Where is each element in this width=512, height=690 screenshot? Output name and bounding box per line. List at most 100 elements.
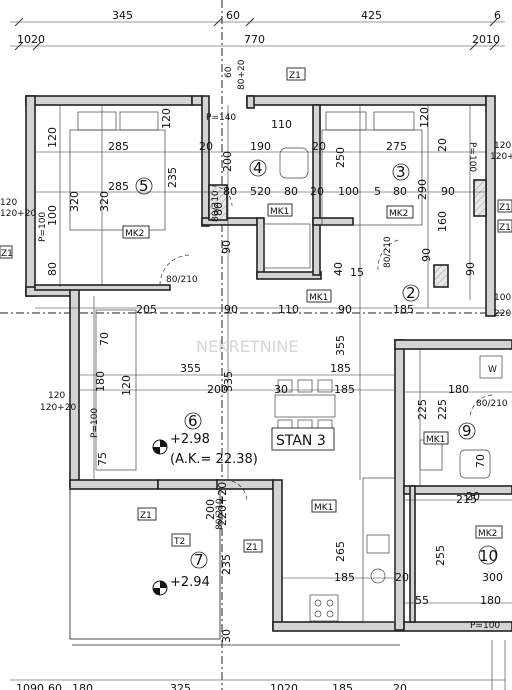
room-dim: 80+20 <box>237 59 247 90</box>
door-labels: 80/210 80/210 80/210 80/210 80/210 <box>166 190 508 530</box>
room-number-10: 10 <box>479 547 498 565</box>
absolute-elevation: (A.K.= 22.38) <box>170 452 258 467</box>
walls <box>25 95 512 646</box>
watermark: NEKRETNINE <box>196 337 298 356</box>
room-dim: 235 <box>166 167 179 188</box>
room-dimensions: 285 285 235 320 320 120 80 100 205 190 1… <box>46 59 503 643</box>
right-dim-2-sub: 220 <box>494 309 511 319</box>
tag-p100-west: P=100 <box>38 212 48 242</box>
room-dim: 20 <box>310 185 324 198</box>
room-dim: 100 <box>338 185 359 198</box>
door-label-room5: 80/210 <box>166 275 198 285</box>
room-dim: 225 <box>416 399 429 420</box>
bottom-dim-3: 180 <box>72 682 93 690</box>
room-dim: 185 <box>334 571 355 584</box>
elevation-terrace: +2.94 <box>170 575 210 590</box>
room-dim: 70 <box>98 332 111 346</box>
room-dim: 355 <box>180 362 201 375</box>
room-dim: 70 <box>474 454 487 468</box>
tag-mk1-hall: MK1 <box>309 293 328 303</box>
room-dim: 110 <box>278 303 299 316</box>
room-dim: 275 <box>386 140 407 153</box>
room-dim: 100 <box>46 205 59 226</box>
top-dim-3: 425 <box>361 9 382 22</box>
door-label-terrace: 80/210 <box>215 498 225 530</box>
left-dim-1: 120 <box>0 198 17 208</box>
right-dim-2: 100 <box>494 293 511 303</box>
elevation-room6: +2.98 <box>170 432 210 447</box>
room-dim: 15 <box>350 266 364 279</box>
room-dim: 215 <box>456 493 477 506</box>
room-dim: 180 <box>480 594 501 607</box>
tag-p100-south: P=100 <box>470 621 500 631</box>
room-dim: 90 <box>420 248 433 262</box>
right-dim-1: 120 <box>494 141 511 151</box>
room-dim: 120 <box>46 127 59 148</box>
top-dimension-chain: 345 60 425 6 1020 770 2010 <box>10 9 505 51</box>
tag-t2: T2 <box>173 537 185 547</box>
door-label-room4: 80/210 <box>211 190 221 222</box>
room-dim: 285 <box>108 140 129 153</box>
room-dim: 110 <box>271 118 292 131</box>
side-tag-east: Z1 <box>499 223 511 233</box>
room-number-3: 3 <box>396 163 406 181</box>
room-dim: 160 <box>436 211 449 232</box>
room-numbers: 2 3 4 5 6 7 9 10 <box>135 159 498 569</box>
bottom-dim-4: 325 <box>170 682 191 690</box>
room-dim: 60 <box>224 66 234 78</box>
tag-mk1-bath: MK1 <box>270 207 289 217</box>
inner-dim-lines <box>35 105 512 604</box>
tag-mk2-room10: MK2 <box>478 529 497 539</box>
room-dim: 80 <box>223 185 237 198</box>
room-dim: 120 <box>160 108 173 129</box>
room-number-5: 5 <box>139 177 149 195</box>
room-dim: 90 <box>464 262 477 276</box>
room-dim: 120 <box>418 107 431 128</box>
room-dim: 80 <box>393 185 407 198</box>
room-number-2: 2 <box>406 284 416 302</box>
room-dim: 285 <box>108 180 129 193</box>
bottom-dim-5: 1020 <box>270 682 298 690</box>
room-dim: 90 <box>338 303 352 316</box>
bottom-dimension-chain: 1090 60 180 325 1020 185 20 <box>10 640 506 690</box>
room-dim: 265 <box>334 541 347 562</box>
room-dim: 80 <box>46 262 59 276</box>
bottom-dim-7: 20 <box>393 682 407 690</box>
room-dim: 185 <box>330 362 351 375</box>
top-dim-2: 60 <box>226 9 240 22</box>
room-dim: 205 <box>136 303 157 316</box>
room-dim: 80 <box>212 202 225 216</box>
room-dim: 180 <box>94 371 107 392</box>
unit-label: STAN 3 <box>276 433 326 449</box>
room-dim: 355 <box>334 335 347 356</box>
top-dim-6: 770 <box>244 33 265 46</box>
room-number-6: 6 <box>188 412 198 430</box>
room-dim: 190 <box>250 140 271 153</box>
room-number-9: 9 <box>462 422 472 440</box>
unit-label-box: STAN 3 <box>271 427 335 451</box>
door-swings <box>159 185 493 503</box>
room-dim: 200 <box>204 499 217 520</box>
tag-mk1-kitchen: MK1 <box>314 503 333 513</box>
tag-w: W <box>488 365 497 375</box>
room-dim: 220+20 <box>216 482 229 526</box>
room-number-7: 7 <box>194 551 204 569</box>
tag-p100-living: P=100 <box>90 408 100 438</box>
tag-mk1-neighbour: MK1 <box>426 435 445 445</box>
side-tag-west: Z1 <box>1 249 13 259</box>
room-dim: 520 <box>250 185 271 198</box>
room-dim: 90 <box>441 185 455 198</box>
bottom-dim-2: 60 <box>48 682 62 690</box>
room-dim: 290 <box>416 179 429 200</box>
left-dim-1-sub: 120+20 <box>0 209 36 219</box>
elevation-markers: +2.98 (A.K.= 22.38) +2.94 <box>152 432 258 596</box>
tag-z1-north: Z1 <box>289 71 301 81</box>
room-dim: 225 <box>436 399 449 420</box>
room-dim: 185 <box>334 383 355 396</box>
right-dim-1-sub: 120+20 <box>490 152 512 162</box>
room-dim: 20 <box>436 138 449 152</box>
room-dim: 90 <box>220 240 233 254</box>
tag-mk2-room5: MK2 <box>125 229 144 239</box>
tag-z1-east: Z1 <box>499 203 511 213</box>
